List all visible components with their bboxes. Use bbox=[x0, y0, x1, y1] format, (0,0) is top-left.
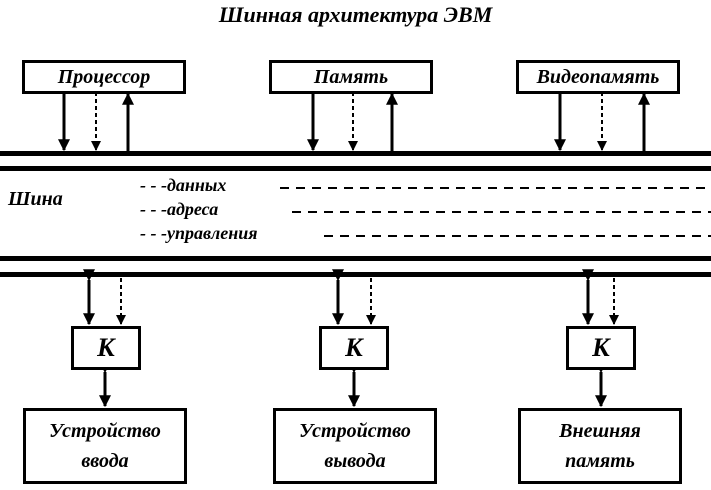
videomemory-block: Видеопамять bbox=[516, 60, 680, 94]
bus-bottom-rail-2 bbox=[0, 272, 711, 277]
data-line-label: - - -данных bbox=[140, 175, 227, 196]
output-device-block: Устройство вывода bbox=[273, 408, 437, 484]
device-label-line2: память bbox=[565, 450, 635, 472]
controller-1: К bbox=[71, 326, 141, 370]
controller-3-arrows bbox=[582, 269, 619, 408]
input-device-block: Устройство ввода bbox=[23, 408, 187, 484]
device-label-line2: вывода bbox=[324, 450, 386, 472]
device-label-line1: Устройство bbox=[299, 420, 411, 442]
bus-top-rail-2 bbox=[0, 166, 711, 171]
address-line-label: - - -адреса bbox=[140, 199, 219, 220]
external-memory-block: Внешняя память bbox=[518, 408, 682, 484]
controller-2-arrows bbox=[332, 269, 376, 408]
processor-block: Процессор bbox=[22, 60, 186, 94]
bus-label: Шина bbox=[8, 188, 63, 210]
bus-top-rail-1 bbox=[0, 151, 711, 156]
bus-bottom-rail-1 bbox=[0, 256, 711, 261]
videomemory-arrows bbox=[554, 92, 650, 152]
device-label-line1: Внешняя bbox=[559, 420, 641, 442]
processor-arrows bbox=[58, 92, 134, 152]
bus-dashed-lines bbox=[280, 187, 711, 237]
controller-3: К bbox=[566, 326, 636, 370]
diagram-title: Шинная архитектура ЭВМ bbox=[218, 2, 493, 27]
memory-block: Память bbox=[269, 60, 433, 94]
control-line-label: - - -управления bbox=[140, 223, 258, 244]
device-label-line1: Устройство bbox=[49, 420, 161, 442]
device-label-line2: ввода bbox=[81, 450, 129, 472]
controller-2: К bbox=[319, 326, 389, 370]
controller-1-arrows bbox=[83, 269, 126, 408]
memory-arrows bbox=[307, 92, 398, 152]
